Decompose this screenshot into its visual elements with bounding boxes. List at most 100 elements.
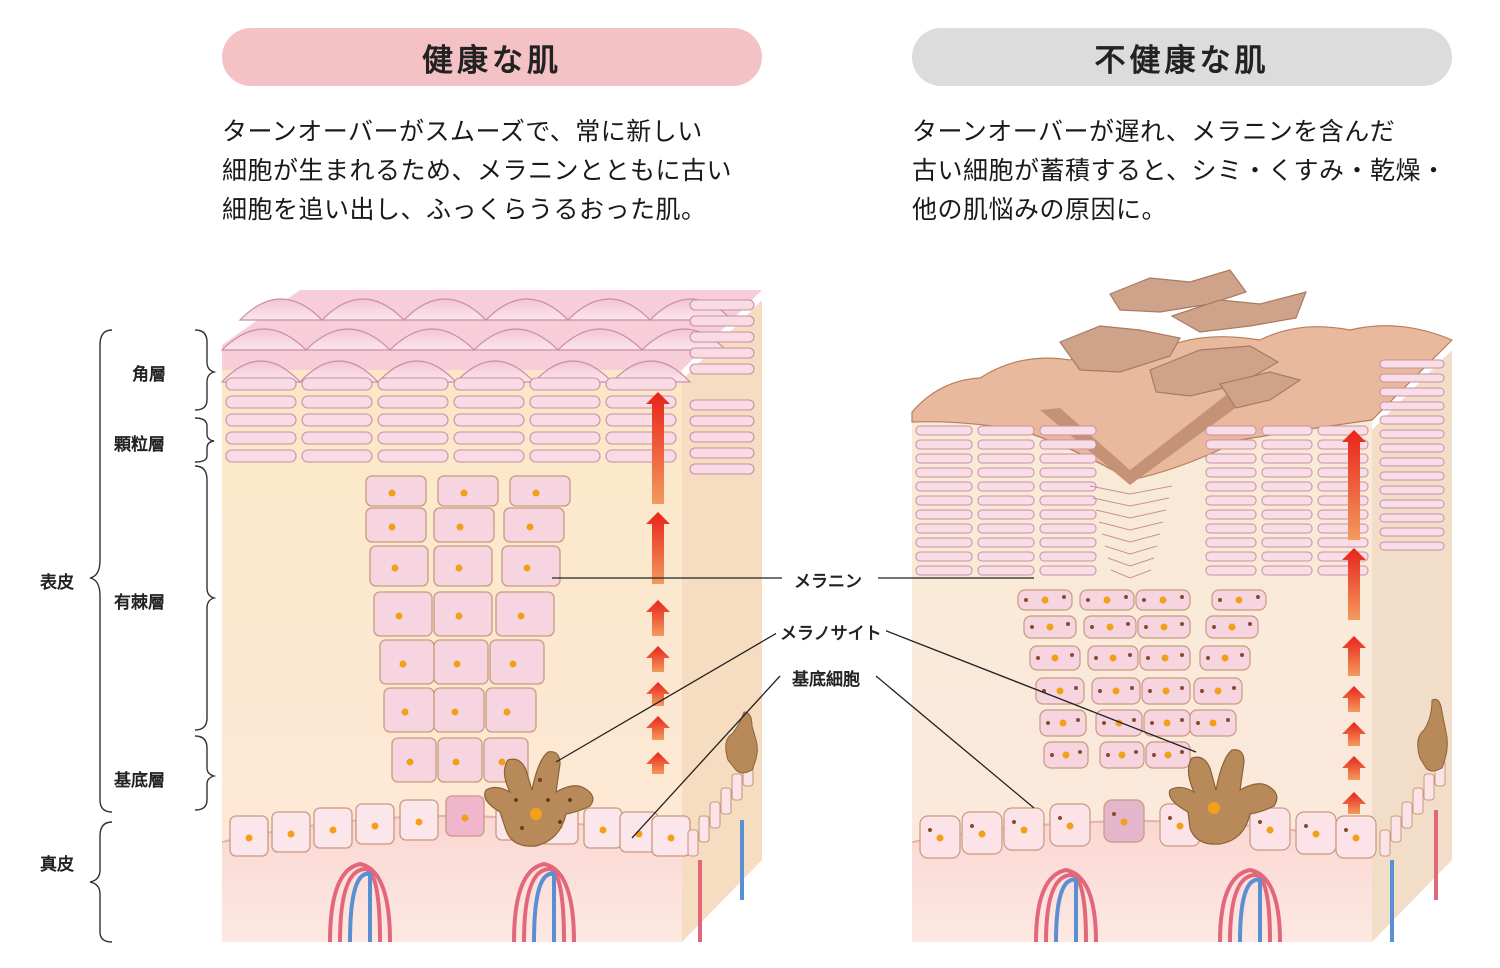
cell-nucleus [498, 758, 506, 766]
lamella [915, 537, 973, 548]
lamella [1039, 481, 1097, 492]
cell-nucleus [1221, 654, 1229, 662]
blood-vessel [1054, 877, 1078, 943]
lamella [1205, 439, 1257, 450]
melanin-granule [1148, 689, 1152, 693]
turnover-arrow [1342, 686, 1366, 712]
lamella [977, 565, 1035, 576]
turnover-arrow [1342, 430, 1366, 540]
lamella [915, 551, 973, 562]
unhealthy-skin-title: 不健康な肌 [912, 28, 1452, 86]
lamella [1379, 485, 1445, 495]
melanin-granule [1124, 595, 1128, 599]
blood-vessel [1034, 867, 1098, 943]
lamella [977, 495, 1035, 506]
healthy-skin-title: 健康な肌 [222, 28, 762, 86]
turnover-arrow [646, 682, 670, 706]
lamella [453, 449, 525, 463]
cell-nucleus [406, 758, 414, 766]
melanin-granule [1112, 812, 1116, 816]
lamella [605, 377, 677, 391]
lamella [453, 413, 525, 427]
melanin-granule [1344, 828, 1348, 832]
spinous-cell [503, 507, 565, 543]
lamella [1261, 453, 1313, 464]
cell-nucleus [1235, 596, 1243, 604]
lamella [529, 449, 601, 463]
melanin-granule [1180, 595, 1184, 599]
lamella [1317, 523, 1369, 534]
lamella [1092, 497, 1170, 507]
cell-nucleus [1163, 719, 1171, 727]
corneum-scale [298, 360, 380, 383]
cell-nucleus [599, 826, 607, 834]
spinous-cell [433, 687, 485, 733]
healthy-description-line: 細胞が生まれるため、メラニンとともに古い [222, 156, 733, 185]
melanin-granule [1168, 816, 1172, 820]
cell-nucleus [1103, 596, 1111, 604]
unhealthy-description-line: 他の肌悩みの原因に。 [912, 195, 1168, 224]
turnover-arrow [1342, 722, 1366, 746]
melanin-granule [1142, 598, 1146, 602]
lamella [453, 377, 525, 391]
lamella [1205, 551, 1257, 562]
cell-nucleus [1046, 623, 1054, 631]
cell-nucleus [936, 834, 944, 842]
cell-nucleus [1106, 623, 1114, 631]
lamella [1039, 565, 1097, 576]
melanin-granule [1070, 653, 1074, 657]
lamella [1379, 457, 1445, 467]
flaking-scale [1059, 325, 1181, 373]
cell-nucleus [532, 489, 540, 497]
lamella [1039, 509, 1097, 520]
cell-nucleus [1228, 623, 1236, 631]
cell-nucleus [1160, 623, 1168, 631]
cell-nucleus [1118, 751, 1126, 759]
corneum-scale [376, 360, 458, 383]
melanin-granule [1232, 686, 1236, 690]
lamella [1205, 537, 1257, 548]
lamella [225, 431, 297, 445]
blood-vessel [512, 861, 576, 943]
cell-nucleus [1176, 822, 1184, 830]
lamella [689, 431, 755, 443]
melanin-granule [1128, 653, 1132, 657]
blood-vessel [522, 866, 566, 943]
lamella [301, 395, 373, 409]
melanin-granule [1102, 721, 1106, 725]
lamella [377, 431, 449, 445]
lamella [977, 537, 1035, 548]
lamella [1039, 439, 1097, 450]
lamella [225, 395, 297, 409]
lamella [1098, 521, 1164, 531]
side-cell [687, 829, 699, 857]
melanin-granule [1050, 753, 1054, 757]
layer-label-spinous: 有棘層 [110, 588, 169, 613]
spinous-cell [509, 475, 571, 507]
flaking-scale [1149, 345, 1280, 397]
flaking-scale [1219, 371, 1302, 409]
corneum-scale [402, 298, 488, 321]
flaking-scale [1109, 269, 1247, 313]
lamella [1039, 523, 1097, 534]
cell-nucleus [1209, 719, 1217, 727]
lamella [915, 523, 973, 534]
lamella [1205, 565, 1257, 576]
cell-nucleus [455, 564, 463, 572]
lamella [1261, 509, 1313, 520]
lamella [1379, 415, 1445, 425]
corneum-scale [238, 298, 324, 321]
melanin-granule [1126, 622, 1130, 626]
turnover-arrow [646, 392, 670, 504]
cell-nucleus [1059, 719, 1067, 727]
corneum-scale [220, 328, 308, 351]
cell-nucleus [287, 830, 295, 838]
healthy-skin-block [220, 290, 762, 943]
lamella [1317, 565, 1369, 576]
corneum-scale [304, 328, 392, 351]
lamella [1261, 551, 1313, 562]
spinous-cell [433, 507, 495, 543]
spinous-cell [433, 639, 489, 685]
lamella [605, 431, 677, 445]
lamella [977, 453, 1035, 464]
